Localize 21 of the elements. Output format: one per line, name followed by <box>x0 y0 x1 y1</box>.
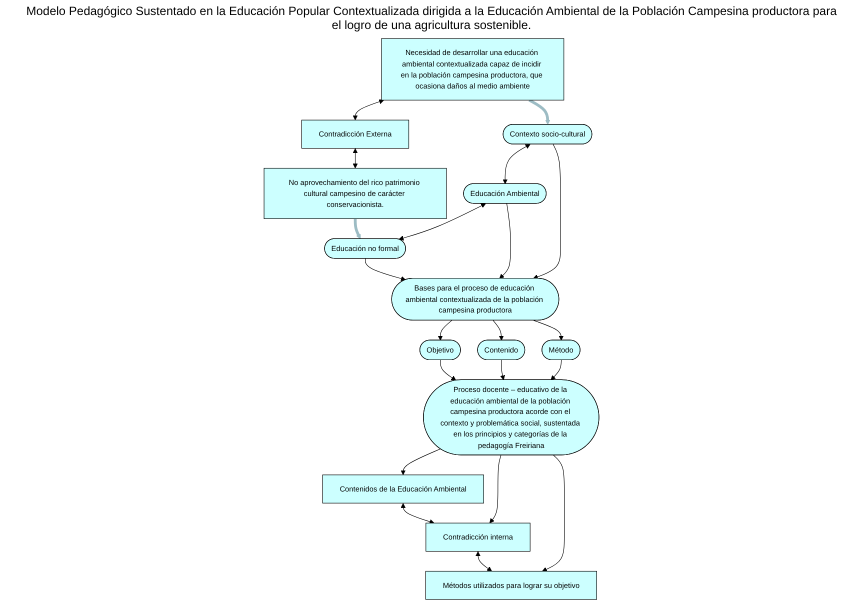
arrow <box>492 320 504 341</box>
arrow <box>400 503 434 524</box>
arrow <box>476 551 492 572</box>
arrow <box>398 203 486 240</box>
arrow <box>533 144 561 280</box>
arrow <box>365 258 406 282</box>
arrow <box>528 98 550 125</box>
arrow <box>502 144 530 184</box>
diagram-title: Modelo Pedagógico Sustentado en la Educación Popular Contextualizada dirigida a la Educación Ambiental de la Población Campesina productora para el logro de una agricultura sostenible. <box>25 4 838 32</box>
arrow <box>352 148 358 168</box>
arrow <box>500 360 505 380</box>
arrow <box>550 360 562 380</box>
arrow <box>533 320 564 341</box>
arrow <box>542 454 565 572</box>
arrow <box>499 203 511 279</box>
arrow <box>400 448 441 476</box>
arrow <box>438 320 452 341</box>
arrow <box>440 360 456 381</box>
arrow <box>352 99 384 120</box>
arrow <box>489 454 502 524</box>
arrow <box>354 218 361 240</box>
